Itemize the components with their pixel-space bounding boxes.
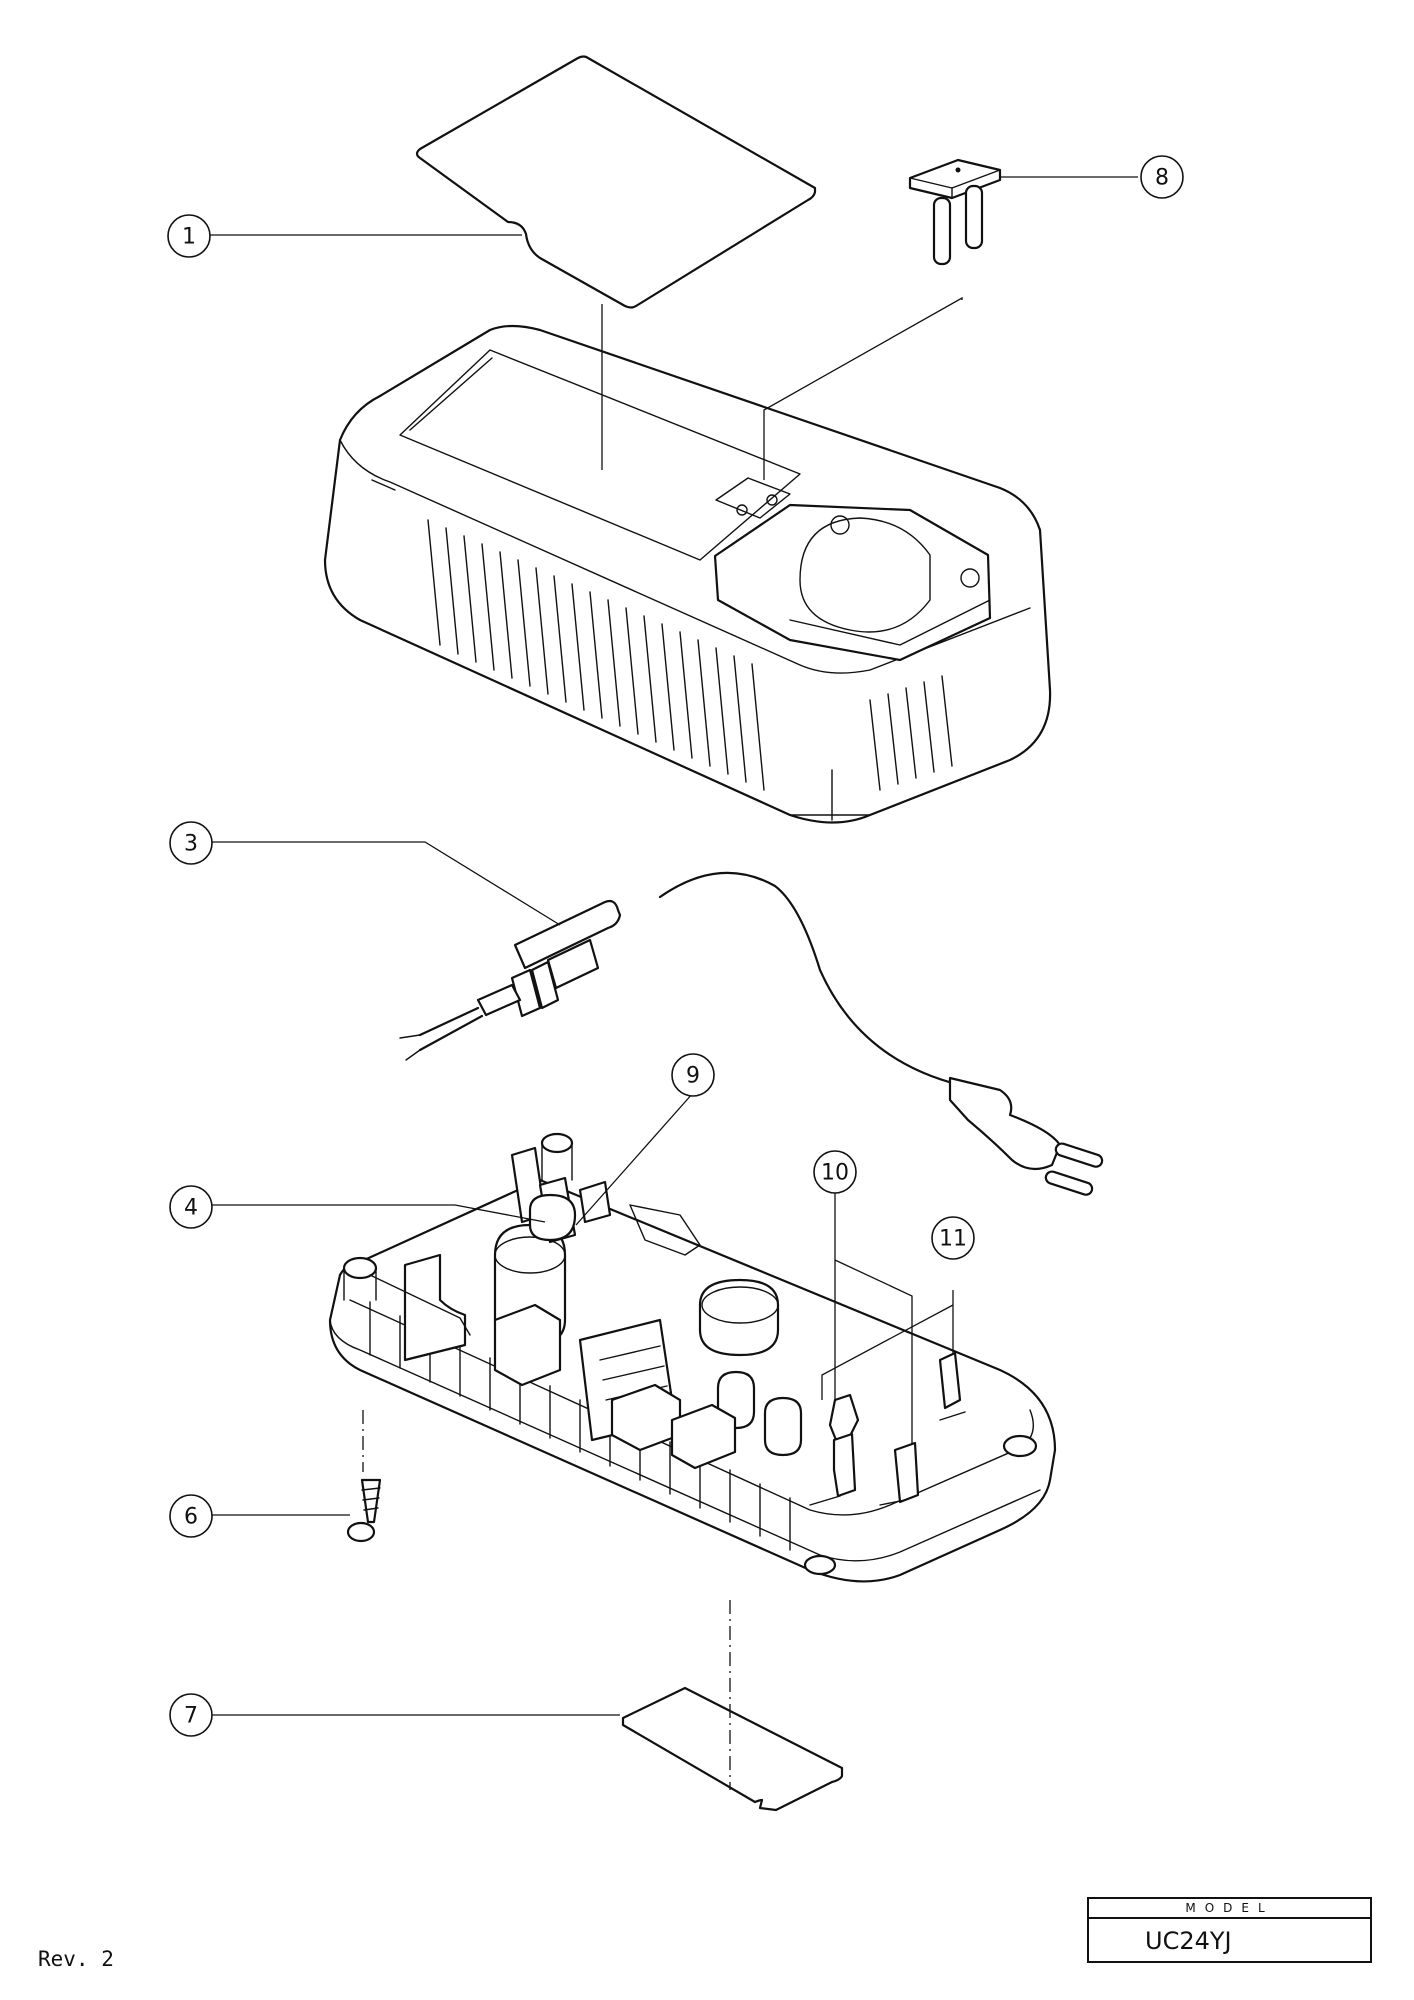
callout-8-label: 8 <box>1155 166 1169 191</box>
part-3-power-cord <box>399 871 1104 1196</box>
callout-11-label: 11 <box>939 1227 967 1252</box>
callout-10-label: 10 <box>821 1161 849 1186</box>
part-6-screw <box>346 1478 382 1543</box>
part-1-label-plate <box>415 55 817 309</box>
callout-9-label: 9 <box>686 1064 700 1089</box>
model-heading: MODEL <box>1089 1899 1370 1919</box>
part-7-bottom-label <box>621 1686 844 1812</box>
revision-label: Rev. 2 <box>38 1947 114 1971</box>
callout-1: 1 <box>167 214 211 258</box>
model-box: MODEL UC24YJ <box>1087 1897 1372 1963</box>
callout-3: 3 <box>169 821 213 865</box>
callout-10: 10 <box>813 1150 857 1194</box>
callout-4-label: 4 <box>184 1196 198 1221</box>
part-8-connector-cap <box>908 158 1002 266</box>
callout-11: 11 <box>931 1216 975 1260</box>
callout-4: 4 <box>169 1185 213 1229</box>
callout-3-label: 3 <box>184 832 198 857</box>
callout-7-label: 7 <box>184 1704 198 1729</box>
model-value: UC24YJ <box>1145 1927 1232 1955</box>
leader-lines <box>208 176 1138 1790</box>
callout-1-label: 1 <box>182 225 196 250</box>
callout-7: 7 <box>169 1693 213 1737</box>
charger-upper-housing <box>323 324 1052 824</box>
callout-6: 6 <box>169 1494 213 1538</box>
callout-9: 9 <box>671 1053 715 1097</box>
callout-8: 8 <box>1140 155 1184 199</box>
charger-lower-housing <box>328 1132 1057 1583</box>
callout-6-label: 6 <box>184 1505 198 1530</box>
